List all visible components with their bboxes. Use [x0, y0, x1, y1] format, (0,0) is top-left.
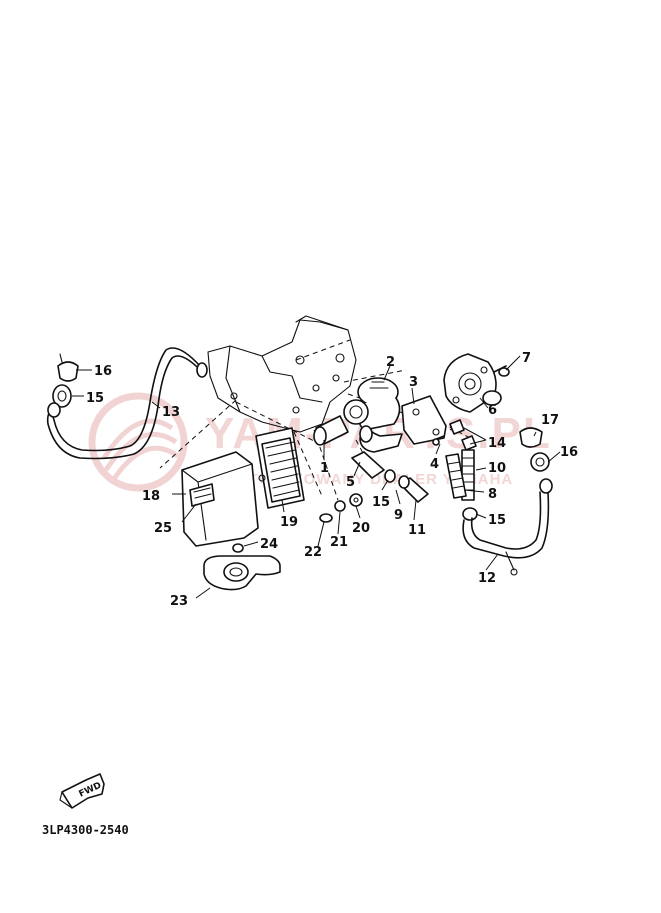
callout-13: 13 — [162, 405, 180, 420]
clamp-small-right — [539, 478, 553, 494]
callout-19: 19 — [280, 515, 298, 530]
callout-23: 23 — [170, 594, 188, 609]
bolt-4 — [432, 435, 445, 446]
callout-7: 7 — [522, 351, 531, 366]
hose-11 — [398, 475, 429, 503]
washer-22 — [319, 513, 333, 523]
callout-14: 14 — [488, 436, 506, 451]
filter-case-18 — [181, 451, 259, 547]
callout-1: 1 — [320, 461, 329, 476]
connector-16-left — [52, 384, 72, 408]
callout-2: 2 — [386, 355, 395, 370]
screw-7 — [493, 365, 510, 377]
callout-22: 22 — [304, 545, 322, 560]
diagram-code: 3LP4300-2540 — [42, 823, 129, 837]
fitting-14 — [449, 419, 477, 451]
watermark-logo-icon — [88, 392, 188, 492]
callout-4: 4 — [430, 457, 439, 472]
callout-15-left: 15 — [372, 495, 390, 510]
callout-3: 3 — [409, 375, 418, 390]
pipe-1 — [313, 415, 349, 446]
callout-16-left: 15 — [86, 391, 104, 406]
hose-9 — [351, 451, 385, 479]
elbow-5 — [359, 425, 403, 453]
clip-15-left — [384, 469, 396, 483]
clamp-17-right — [519, 427, 543, 448]
callout-21: 21 — [330, 535, 348, 550]
clamp-small-left — [47, 402, 61, 418]
callouts: 16 15 13 2 3 7 6 14 17 16 10 8 15 12 1 5… — [86, 351, 578, 609]
intake-duct-23 — [203, 555, 281, 591]
callout-18: 18 — [142, 489, 160, 504]
leader-lines — [72, 355, 561, 599]
fwd-arrow-icon: FWD — [59, 773, 105, 809]
filter-element-19 — [255, 427, 305, 509]
clip-15-right — [462, 507, 478, 521]
callout-17-right: 17 — [541, 413, 559, 428]
callout-25: 25 — [154, 521, 172, 536]
callout-17-left: 16 — [94, 364, 112, 379]
valve-cover-2 — [343, 377, 401, 431]
hose-12 — [462, 491, 550, 576]
callout-10: 10 — [488, 461, 506, 476]
callout-16-right: 16 — [560, 445, 578, 460]
callout-9: 9 — [394, 508, 403, 523]
callout-11: 11 — [408, 523, 426, 538]
hose-13 — [46, 347, 208, 460]
gasket-3 — [401, 395, 447, 445]
air-cut-valve-6 — [443, 353, 502, 413]
connector-16-right — [530, 452, 550, 472]
corrugated-hose-8 — [445, 453, 467, 499]
callout-6: 6 — [488, 403, 497, 418]
callout-20: 20 — [352, 521, 370, 536]
nut-20 — [349, 493, 363, 507]
grommet-24 — [232, 543, 244, 553]
callout-12: 12 — [478, 571, 496, 586]
callout-8: 8 — [488, 487, 497, 502]
clamp-17-left — [57, 353, 79, 382]
callout-15-right: 15 — [488, 513, 506, 528]
washer-21 — [334, 500, 346, 512]
callout-24: 24 — [260, 537, 278, 552]
engine-block — [207, 315, 357, 433]
callout-5: 5 — [346, 475, 355, 490]
